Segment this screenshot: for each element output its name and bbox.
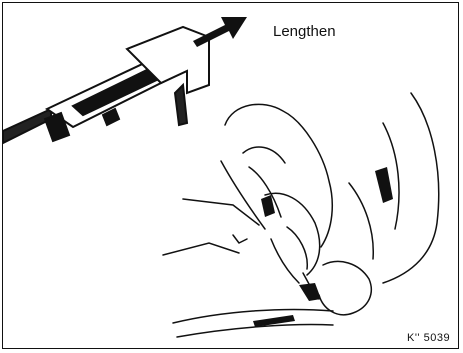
belt-adjust-illustration — [3, 3, 460, 350]
belt-icon — [3, 27, 209, 143]
arrow-icon — [193, 17, 247, 47]
figure-code: K'' 5039 — [407, 332, 450, 344]
illustration-frame: Lengthen K'' 5039 — [2, 2, 459, 349]
hands-icon — [163, 93, 439, 337]
lengthen-label: Lengthen — [273, 23, 336, 40]
